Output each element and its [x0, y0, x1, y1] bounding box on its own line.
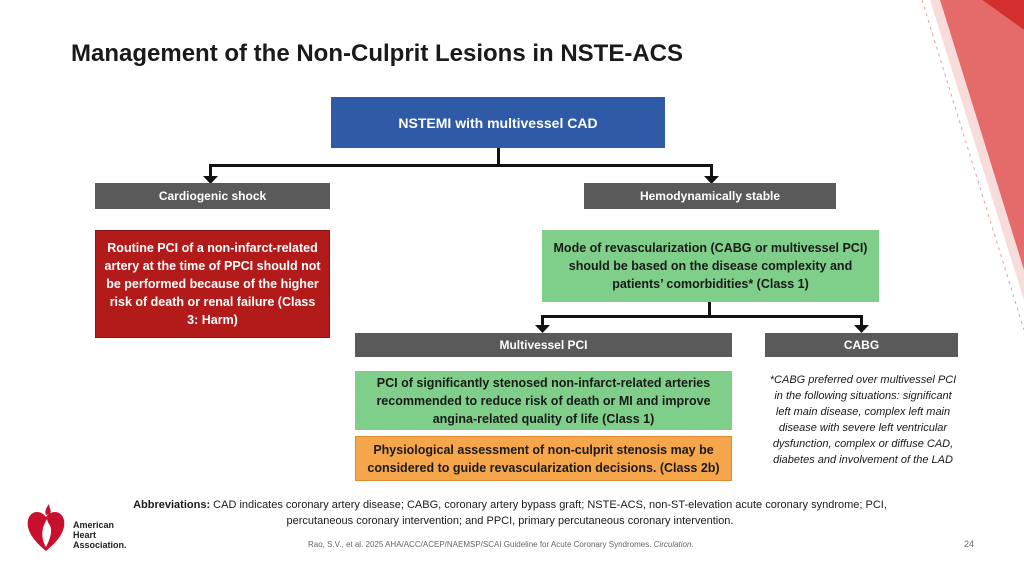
connector-top-horizontal [209, 164, 713, 167]
top-node: NSTEMI with multivessel CAD [331, 97, 665, 148]
citation-text: Rao, S.V., et al. 2025 AHA/ACC/ACEP/NAEM… [308, 540, 652, 549]
connector-right-drop [710, 164, 713, 178]
connector-pci-drop [541, 315, 544, 327]
connector-cabg-drop [860, 315, 863, 327]
physiological-assessment-box: Physiological assessment of non-culprit … [355, 436, 732, 481]
abbreviations-text: CAD indicates coronary artery disease; C… [210, 499, 887, 527]
logo-line-1: American [73, 520, 115, 530]
cardiogenic-shock-header: Cardiogenic shock [95, 183, 330, 209]
logo-line-3: Association. [73, 540, 127, 550]
connector-left-drop [209, 164, 212, 178]
abbreviations: Abbreviations: CAD indicates coronary ar… [120, 497, 900, 529]
connector-mid-vertical [708, 302, 711, 317]
citation: Rao, S.V., et al. 2025 AHA/ACC/ACEP/NAEM… [308, 540, 694, 549]
revascularization-mode-box: Mode of revascularization (CABG or multi… [542, 230, 879, 302]
connector-top-vertical [497, 148, 500, 167]
routine-pci-box: Routine PCI of a non-infarct-related art… [95, 230, 330, 338]
connector-mid-horizontal [541, 315, 863, 318]
cabg-footnote: *CABG preferred over multivessel PCI in … [769, 374, 957, 466]
multivessel-pci-header: Multivessel PCI [355, 333, 732, 357]
page-title: Management of the Non-Culprit Lesions in… [71, 40, 684, 67]
arrowhead-right [704, 176, 719, 184]
hemodynamically-stable-header: Hemodynamically stable [584, 183, 836, 209]
cabg-header: CABG [765, 333, 958, 357]
aha-heart-torch-logo [27, 504, 65, 551]
pci-recommendation-box: PCI of significantly stenosed non-infarc… [355, 371, 732, 430]
abbreviations-label: Abbreviations: [133, 499, 211, 511]
corner-decoration [921, 0, 1024, 331]
logo-line-2: Heart [73, 530, 97, 540]
arrowhead-cabg [854, 325, 869, 333]
arrowhead-pci [535, 325, 550, 333]
citation-journal: Circulation. [653, 540, 694, 549]
aha-logo-text: American Heart Association. [73, 520, 127, 550]
arrowhead-left [203, 176, 218, 184]
page-number: 24 [964, 539, 975, 549]
